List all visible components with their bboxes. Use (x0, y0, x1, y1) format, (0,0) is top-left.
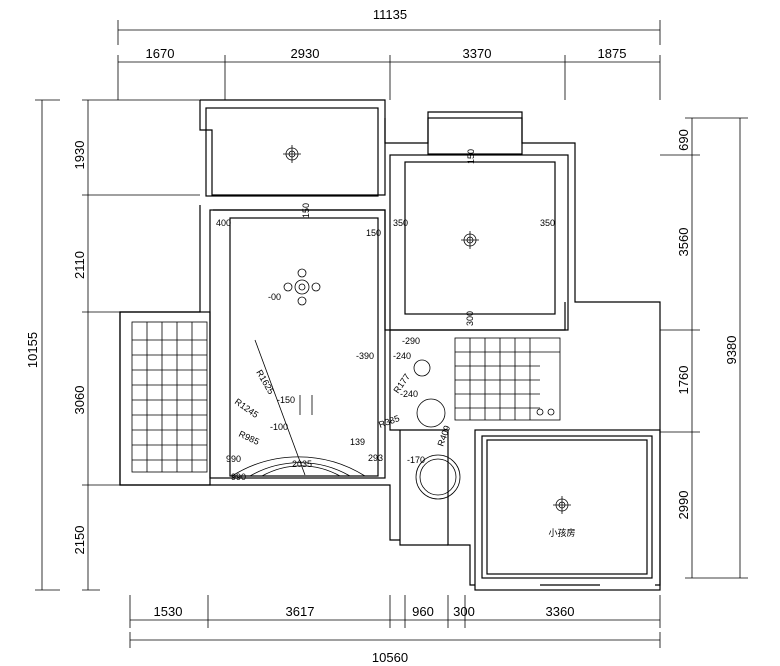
dim-bottom-total: 10560 (372, 650, 408, 665)
ceiling-light-icon (283, 145, 301, 163)
dim-right-3: 1760 (676, 366, 691, 395)
dim-top-3: 3370 (463, 46, 492, 61)
anno-150: 150 (366, 228, 381, 238)
right-dimensions: 690 3560 1760 2990 9380 (660, 117, 748, 579)
anno-990: 990 (231, 472, 246, 482)
arc-partition (231, 339, 366, 477)
left-dimensions: 10155 1930 2110 3060 2150 (25, 99, 200, 591)
radius-label: R985 (237, 429, 261, 447)
level-mark: -00 (268, 292, 281, 302)
dim-bottom-4: 300 (453, 604, 475, 619)
anno-293: 293 (368, 453, 383, 463)
dim-top-4: 1875 (598, 46, 627, 61)
anno-400: 400 (216, 218, 231, 228)
dim-right-2: 3560 (676, 228, 691, 257)
dim-right-4: 2990 (676, 491, 691, 520)
annotations: 400 150 150 150 350 350 300 -00 -390 -29… (216, 149, 576, 538)
anno-139: 139 (350, 437, 365, 447)
dim-left-2: 2110 (72, 251, 87, 279)
anno-300: 300 (465, 311, 475, 326)
radius-label: R409 (435, 424, 452, 448)
dim-top-2: 2930 (291, 46, 320, 61)
kitchen-tiles (454, 337, 561, 421)
level-mark: -170 (407, 455, 425, 465)
anno-150: 150 (466, 149, 476, 164)
ceiling-light-icon (461, 231, 479, 249)
anno-2035: 2035 (292, 459, 312, 469)
level-mark: -240 (393, 351, 411, 361)
chandelier-icon (283, 268, 321, 306)
anno-350: 350 (540, 218, 555, 228)
radius-label: R1625 (254, 368, 276, 396)
dim-bottom-5: 3360 (546, 604, 575, 619)
dim-right-1: 690 (676, 129, 691, 151)
room-label-small-bedroom: 小孩房 (548, 527, 575, 538)
level-mark: -290 (402, 336, 420, 346)
dim-right-total: 9380 (724, 336, 739, 365)
level-mark: -150 (277, 395, 295, 405)
dim-top-total: 11135 (373, 7, 407, 22)
top-dimensions: 11135 1670 2930 3370 1875 (117, 7, 661, 100)
round-light-icon (415, 454, 461, 500)
dim-bottom-2: 3617 (286, 604, 315, 619)
dim-bottom-1: 1530 (154, 604, 183, 619)
round-light-icon (416, 398, 446, 428)
level-mark: -100 (270, 422, 288, 432)
dim-left-4: 2150 (72, 526, 87, 555)
bottom-dimensions: 1530 3617 960 300 3360 10560 (129, 595, 661, 665)
bathroom-tiles (131, 321, 208, 473)
anno-990: 990 (226, 454, 241, 464)
anno-150: 150 (301, 203, 311, 218)
round-light-icon (413, 359, 431, 377)
dim-left-3: 3060 (72, 386, 87, 415)
ceiling-light-icon (553, 496, 571, 514)
dim-top-1: 1670 (146, 46, 175, 61)
level-mark: -390 (356, 351, 374, 361)
dim-left-1: 1930 (72, 141, 87, 170)
radius-label: R385 (377, 413, 401, 430)
lights (283, 145, 571, 514)
walls (119, 99, 661, 591)
dim-bottom-3: 960 (412, 604, 434, 619)
level-mark: -240 (400, 389, 418, 399)
dim-left-total: 10155 (25, 332, 40, 368)
radius-label: R1245 (233, 396, 260, 419)
anno-350: 350 (393, 218, 408, 228)
